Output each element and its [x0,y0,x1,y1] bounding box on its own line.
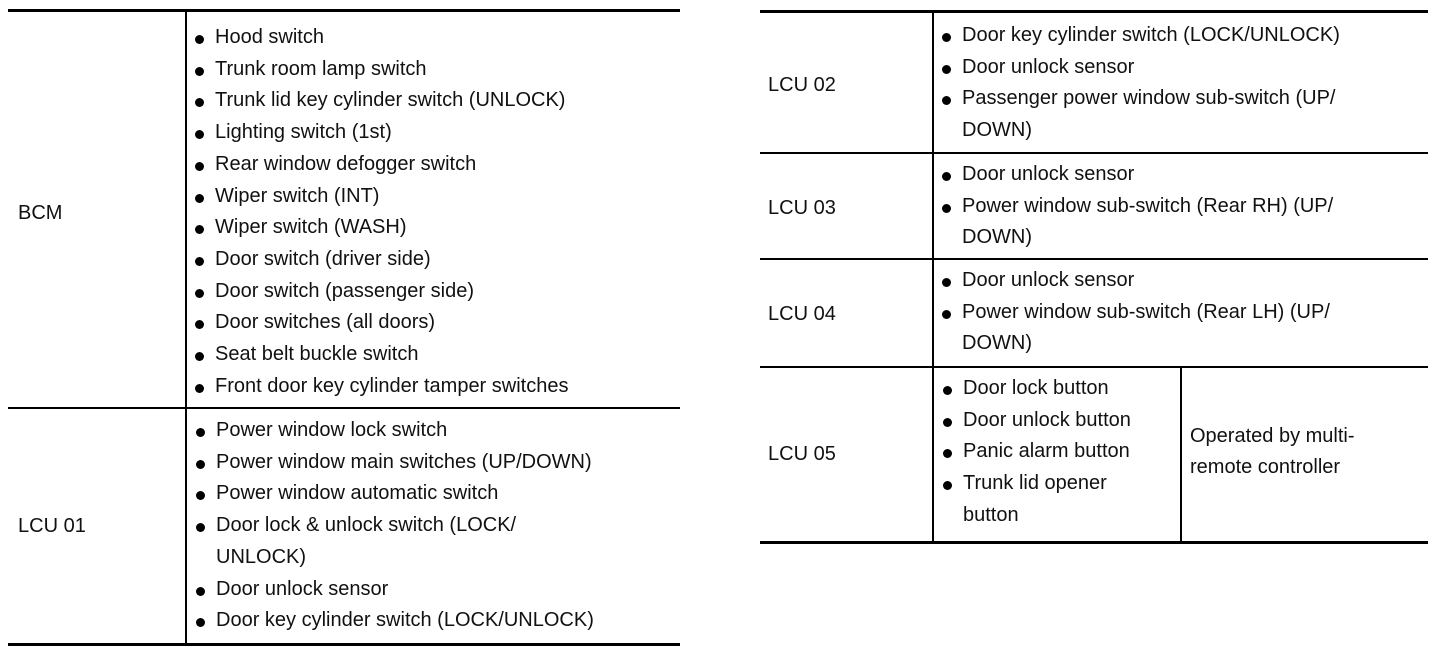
list-item: Trunk lid opener button [941,468,1131,531]
right-table-bottom-rule [760,541,1428,544]
list-item: Door switch (passenger side) [193,276,568,308]
lcu-02-switch-list: Door key cylinder switch (LOCK/UNLOCK) D… [940,20,1340,147]
lcu-05-note-divider [1180,368,1182,542]
list-item: Door unlock button [941,405,1131,437]
list-item: Door switch (driver side) [193,244,568,276]
bcm-label: BCM [18,202,63,224]
left-table-row-divider [8,407,680,409]
lcu-04-label: LCU 04 [768,303,836,325]
list-item: Rear window defogger switch [193,149,568,181]
right-table-column-divider [932,12,934,542]
right-table-row-divider [760,258,1428,260]
list-item: Panic alarm button [941,436,1131,468]
list-item: Trunk room lamp switch [193,54,568,86]
lcu-04-switch-list: Door unlock sensor Power window sub-swit… [940,265,1330,360]
list-item: Power window main switches (UP/DOWN) [194,447,594,479]
list-item: Door unlock sensor [940,159,1333,191]
list-item: Door key cylinder switch (LOCK/UNLOCK) [940,20,1340,52]
list-item: Passenger power window sub-switch (UP/ D… [940,83,1340,146]
lcu-05-operation-note: Operated by multi- remote controller [1190,425,1355,478]
list-item: Door unlock sensor [940,265,1330,297]
left-table-bottom-rule [8,643,680,646]
list-item: Power window sub-switch (Rear RH) (UP/ D… [940,191,1333,254]
right-table-row-divider [760,152,1428,154]
list-item: Door lock button [941,373,1131,405]
lcu-03-switch-list: Door unlock sensor Power window sub-swit… [940,159,1333,254]
list-item: Wiper switch (INT) [193,181,568,213]
list-item: Power window automatic switch [194,478,594,510]
left-table-top-rule [8,9,680,12]
list-item: Door unlock sensor [940,52,1340,84]
lcu-03-label: LCU 03 [768,197,836,219]
list-item: Power window lock switch [194,415,594,447]
right-table-row-divider [760,366,1428,368]
list-item: Door unlock sensor [194,574,594,606]
list-item: Power window sub-switch (Rear LH) (UP/ D… [940,297,1330,360]
lcu-02-label: LCU 02 [768,74,836,96]
list-item: Seat belt buckle switch [193,339,568,371]
lcu-01-label: LCU 01 [18,515,86,537]
lcu-05-button-list: Door lock button Door unlock button Pani… [941,373,1131,532]
list-item: Front door key cylinder tamper switches [193,371,568,403]
lcu-05-label: LCU 05 [768,443,836,465]
right-table-top-rule [760,10,1428,13]
list-item: Door key cylinder switch (LOCK/UNLOCK) [194,605,594,637]
list-item: Trunk lid key cylinder switch (UNLOCK) [193,85,568,117]
list-item: Door lock & unlock switch (LOCK/ UNLOCK) [194,510,594,573]
list-item: Wiper switch (WASH) [193,212,568,244]
bcm-switch-list: Hood switch Trunk room lamp switch Trunk… [193,22,568,402]
list-item: Hood switch [193,22,568,54]
list-item: Door switches (all doors) [193,307,568,339]
lcu-01-switch-list: Power window lock switch Power window ma… [194,415,594,637]
list-item: Lighting switch (1st) [193,117,568,149]
left-table-column-divider [185,11,187,643]
